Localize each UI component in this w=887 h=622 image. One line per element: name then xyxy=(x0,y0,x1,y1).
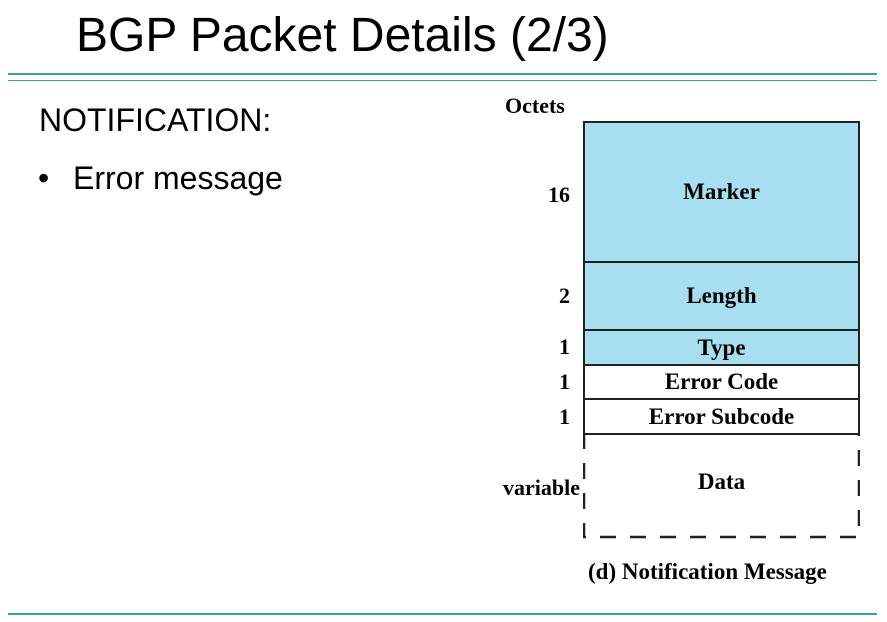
footer-divider xyxy=(8,613,877,615)
field-data-label: Data xyxy=(697,469,746,494)
octets-error-code: 1 xyxy=(559,369,570,394)
octets-error-subcode: 1 xyxy=(559,404,570,429)
notification-message-diagram: Octets 16 Marker 2 Length 1 Type 1 Error… xyxy=(470,85,880,595)
field-length: Length xyxy=(583,261,860,331)
field-error-code: Error Code xyxy=(583,364,860,400)
field-length-label: Length xyxy=(686,283,757,308)
field-type-label: Type xyxy=(697,334,746,360)
title-divider xyxy=(8,73,877,75)
bullet-text: Error message xyxy=(73,160,283,196)
diagram-caption: (d) Notification Message xyxy=(588,559,827,584)
octets-data: variable xyxy=(503,475,580,500)
octets-marker: 16 xyxy=(548,182,570,207)
field-error-subcode: Error Subcode xyxy=(583,398,860,435)
octets-type: 1 xyxy=(559,334,570,359)
field-marker-label: Marker xyxy=(683,179,760,204)
octets-column-header: Octets xyxy=(505,93,565,118)
bullet-item: • Error message xyxy=(38,159,283,197)
field-type: Type xyxy=(583,329,860,366)
title-divider-thin xyxy=(8,80,877,81)
section-heading: NOTIFICATION: xyxy=(39,102,272,138)
slide-title: BGP Packet Details (2/3) xyxy=(76,9,609,62)
bullet-glyph: • xyxy=(38,160,50,196)
field-marker: Marker xyxy=(583,121,860,263)
field-error-subcode-label: Error Subcode xyxy=(648,403,795,429)
octets-length: 2 xyxy=(559,283,570,308)
field-data: Data xyxy=(583,433,860,539)
dashed-border xyxy=(583,433,860,539)
field-error-code-label: Error Code xyxy=(664,369,779,394)
